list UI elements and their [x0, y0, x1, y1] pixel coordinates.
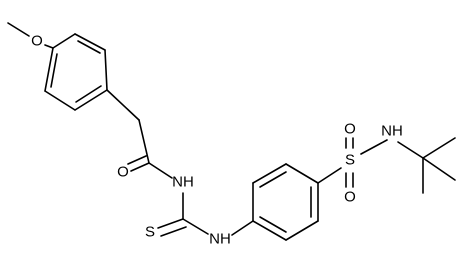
atom-sulfonamide-nh: NH — [381, 123, 403, 140]
atom-methoxy-oxygen: O — [31, 33, 43, 50]
atom-thiourea-nh: NH — [209, 231, 231, 248]
thio-sulfur-label: S — [145, 224, 155, 241]
atom-sulfonyl-sulfur: S — [345, 152, 355, 169]
atom-thio-sulfur: S — [145, 224, 155, 241]
amide-nh-label: NH — [172, 174, 194, 191]
atom-sulfonyl-oxygen-bottom: O — [344, 189, 356, 206]
atom-amide-nh: NH — [172, 174, 194, 191]
sulfonyl-oxygen-bottom-label: O — [344, 189, 356, 206]
sulfonyl-sulfur-label: S — [345, 152, 355, 169]
methoxy-oxygen-label: O — [31, 33, 43, 50]
sulfonamide-phenyl-ring — [231, 163, 319, 241]
methyl-bond — [7, 22, 54, 49]
thiourea-group — [157, 192, 209, 237]
carbonyl-oxygen-label: O — [117, 164, 129, 181]
sulfonyl-group — [317, 137, 388, 188]
sulfonamide-nh-label: NH — [381, 123, 403, 140]
methoxyphenyl-ring — [44, 33, 108, 111]
tert-butyl-group — [397, 137, 456, 194]
thiourea-nh-label: NH — [209, 231, 231, 248]
sulfonyl-oxygen-top-label: O — [344, 121, 356, 138]
atom-sulfonyl-oxygen-top: O — [344, 121, 356, 138]
atom-carbonyl-oxygen: O — [117, 164, 129, 181]
acyl-chain — [106, 89, 173, 179]
